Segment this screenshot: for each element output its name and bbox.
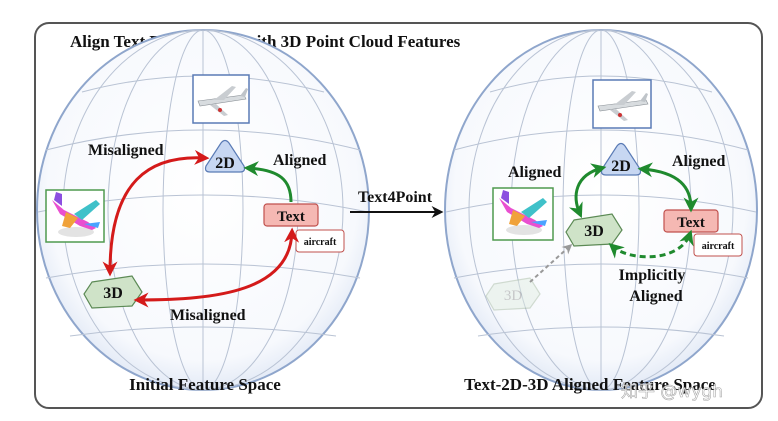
svg-text:3D: 3D: [504, 288, 523, 304]
left-node-3d: 3D: [83, 275, 143, 309]
right-label-aligned-right: Aligned: [672, 153, 725, 170]
right-aligned-arrows: [568, 162, 699, 219]
point-cloud-airplane-icon: [52, 192, 100, 237]
right-3d-image: [492, 187, 554, 241]
left-aligned-arrow: [243, 161, 293, 203]
airplane-photo-icon: [597, 91, 649, 121]
left-text-tag: aircraft: [295, 229, 345, 253]
right-label-implicit-2: Aligned: [629, 288, 682, 305]
point-cloud-airplane-icon: [499, 190, 547, 235]
transition-label: Text4Point: [358, 189, 433, 206]
right-label-implicit-1: Implicitly: [619, 267, 686, 284]
right-node-3d-faded: 3D: [485, 277, 541, 311]
svg-text:3D: 3D: [103, 285, 123, 302]
svg-text:2D: 2D: [611, 158, 631, 175]
left-label-misaligned-top: Misaligned: [88, 142, 164, 159]
left-misaligned-arrows: [102, 149, 300, 308]
svg-text:aircraft: aircraft: [702, 241, 735, 252]
left-3d-image: [45, 189, 105, 243]
left-caption: Initial Feature Space: [129, 375, 281, 394]
right-faded-move-arrow: [529, 243, 573, 283]
svg-text:Text: Text: [677, 215, 705, 231]
right-implicit-arrow: [608, 229, 694, 259]
right-label-aligned-left: Aligned: [508, 164, 561, 181]
left-2d-image: [192, 74, 250, 124]
svg-text:3D: 3D: [584, 223, 604, 240]
right-2d-image: [592, 79, 652, 129]
watermark: 知乎 @wygh: [621, 382, 723, 402]
left-label-aligned: Aligned: [273, 152, 326, 169]
right-text-tag: aircraft: [693, 233, 743, 257]
right-node-2d: 2D: [600, 142, 642, 176]
svg-text:Text: Text: [277, 209, 305, 225]
right-node-text: Text: [663, 209, 719, 233]
outer-frame: [34, 22, 763, 409]
left-label-misaligned-bottom: Misaligned: [170, 307, 246, 324]
svg-text:aircraft: aircraft: [304, 237, 337, 248]
svg-text:2D: 2D: [215, 155, 235, 172]
left-node-text: Text: [263, 203, 319, 227]
airplane-photo-icon: [197, 86, 248, 116]
right-caption: Text-2D-3D Aligned Feature Space: [464, 375, 716, 394]
